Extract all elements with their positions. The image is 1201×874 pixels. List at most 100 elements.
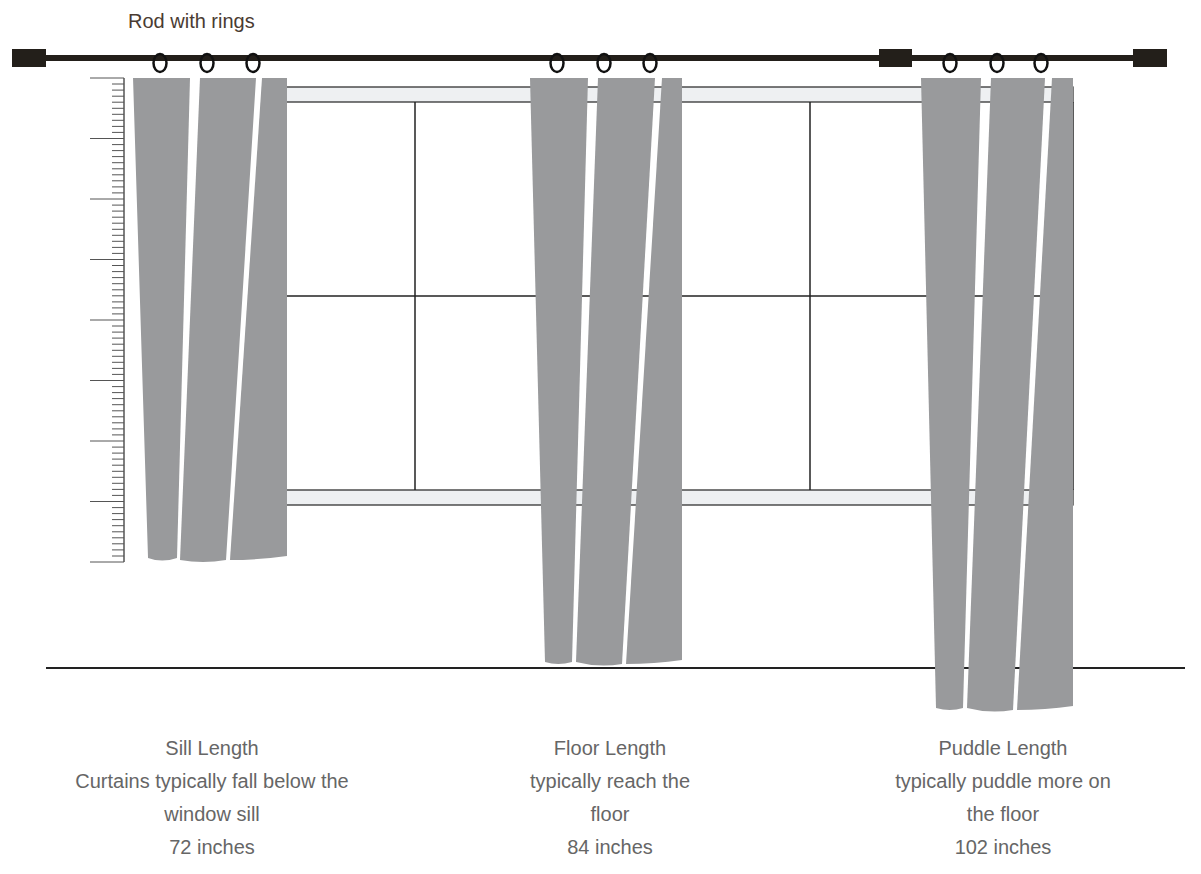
ruler-tick xyxy=(112,114,124,115)
ruler-tick xyxy=(112,344,124,345)
length-value: 102 inches xyxy=(888,831,1118,864)
ruler-tick xyxy=(112,422,124,423)
rod-bracket xyxy=(879,49,912,67)
curtain-ring xyxy=(247,54,260,72)
curtain-ring xyxy=(598,54,611,72)
ruler-tick xyxy=(112,338,124,339)
curtain-rings xyxy=(154,54,1048,72)
ruler-tick xyxy=(112,434,124,435)
ruler-tick xyxy=(112,525,124,526)
ruler-tick xyxy=(90,138,124,139)
ruler-tick xyxy=(112,471,124,472)
rod-finial xyxy=(12,49,46,67)
ruler-tick xyxy=(112,132,124,133)
ruler-tick xyxy=(112,332,124,333)
ruler-tick xyxy=(112,556,124,557)
ruler-tick xyxy=(112,519,124,520)
ruler-tick xyxy=(112,459,124,460)
label-column: Sill LengthCurtains typically fall below… xyxy=(62,732,362,864)
ruler-tick xyxy=(112,192,124,193)
ruler-tick xyxy=(112,90,124,91)
ruler xyxy=(90,78,124,562)
ruler-tick xyxy=(112,223,124,224)
ruler-tick xyxy=(112,428,124,429)
ruler-tick xyxy=(112,392,124,393)
ruler-tick xyxy=(112,386,124,387)
puddle-curtain xyxy=(921,78,1073,712)
curtain-ring xyxy=(1035,54,1048,72)
ruler-tick xyxy=(112,507,124,508)
ruler-tick xyxy=(112,410,124,411)
ruler-tick xyxy=(112,217,124,218)
ruler-tick xyxy=(112,96,124,97)
length-name: Sill Length xyxy=(62,732,362,765)
ruler-tick xyxy=(112,211,124,212)
ruler-tick xyxy=(112,277,124,278)
ruler-tick xyxy=(112,168,124,169)
ruler-tick xyxy=(112,549,124,550)
sill-curtain xyxy=(133,78,287,562)
ruler-tick xyxy=(112,447,124,448)
ruler-tick xyxy=(112,289,124,290)
length-value: 72 inches xyxy=(62,831,362,864)
length-note: Curtains typically fall below the window… xyxy=(62,765,362,831)
ruler-tick xyxy=(112,126,124,127)
ruler-tick xyxy=(112,205,124,206)
ruler-tick xyxy=(112,489,124,490)
ruler-tick xyxy=(112,362,124,363)
ruler-tick xyxy=(112,108,124,109)
ruler-tick xyxy=(112,356,124,357)
ruler-tick xyxy=(112,186,124,187)
label-column: Floor Lengthtypically reach the floor84 … xyxy=(528,732,693,864)
ruler-tick xyxy=(112,229,124,230)
ruler-tick xyxy=(112,453,124,454)
ruler-tick xyxy=(112,326,124,327)
length-name: Floor Length xyxy=(528,732,693,765)
ruler-tick xyxy=(90,501,124,502)
ruler-tick xyxy=(112,416,124,417)
ruler-tick xyxy=(112,513,124,514)
ruler-tick xyxy=(112,247,124,248)
ruler-tick xyxy=(90,78,124,79)
length-value: 84 inches xyxy=(528,831,693,864)
ruler-tick xyxy=(112,495,124,496)
curtain-ring xyxy=(201,54,214,72)
ruler-tick xyxy=(112,156,124,157)
ruler-tick xyxy=(112,162,124,163)
ruler-tick xyxy=(112,144,124,145)
ruler-tick xyxy=(112,537,124,538)
curtain-ring xyxy=(551,54,564,72)
ruler-tick xyxy=(112,84,124,85)
curtain-ring xyxy=(154,54,167,72)
label-column: Puddle Lengthtypically puddle more on th… xyxy=(888,732,1118,864)
ruler-tick xyxy=(112,465,124,466)
ruler-tick xyxy=(112,295,124,296)
curtain-ring xyxy=(644,54,657,72)
length-name: Puddle Length xyxy=(888,732,1118,765)
ruler-tick xyxy=(112,350,124,351)
curtain-ring xyxy=(991,54,1004,72)
ruler-tick xyxy=(112,271,124,272)
ruler-tick xyxy=(112,102,124,103)
length-note: typically puddle more on the floor xyxy=(888,765,1118,831)
ruler-tick xyxy=(112,301,124,302)
ruler-tick xyxy=(112,283,124,284)
curtain-ring xyxy=(944,54,957,72)
ruler-tick xyxy=(112,307,124,308)
rod-label: Rod with rings xyxy=(128,9,255,33)
ruler-tick xyxy=(90,562,124,563)
ruler-tick xyxy=(112,120,124,121)
ruler-tick xyxy=(112,368,124,369)
ruler-tick xyxy=(112,150,124,151)
ruler-tick xyxy=(112,174,124,175)
ruler-tick xyxy=(90,320,124,321)
length-note: typically reach the floor xyxy=(528,765,693,831)
ruler-tick xyxy=(112,404,124,405)
ruler-tick xyxy=(90,199,124,200)
ruler-tick xyxy=(90,380,124,381)
rod-finial xyxy=(1133,49,1167,67)
ruler-tick xyxy=(112,241,124,242)
ruler-tick xyxy=(112,374,124,375)
ruler-tick xyxy=(112,477,124,478)
ruler-tick xyxy=(112,253,124,254)
